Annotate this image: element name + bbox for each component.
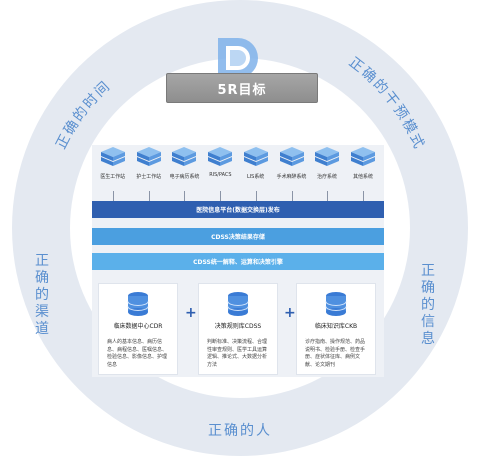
card-title: 临床数据中心CDR xyxy=(113,323,163,330)
card-description: 判断标准、决策流程、合理性审查规则、医学工具运算逻辑、推论式、大数据分析方法 xyxy=(207,339,268,368)
ring-label-bottom: 正确的人 xyxy=(208,422,272,438)
system-item: RIS/PACS xyxy=(205,146,235,194)
system-item: 医生工作站 xyxy=(98,146,128,194)
system-label: LIS系统 xyxy=(247,174,265,180)
system-item: LIS系统 xyxy=(241,146,271,194)
system-label: 其他系统 xyxy=(353,174,373,180)
target-label: 5R目标 xyxy=(166,73,318,103)
plus-sign: + xyxy=(284,305,296,321)
connector-line xyxy=(148,191,150,201)
database-icon xyxy=(127,292,149,316)
connector-line xyxy=(220,191,222,201)
connector-line xyxy=(113,191,114,201)
ring-label-right: 正确的信息 xyxy=(421,262,435,346)
system-item: 手术麻醉系统 xyxy=(277,146,307,194)
server-stack-icon xyxy=(279,147,304,166)
knowledge-sources: 临床数据中心CDR 病人的基本信息、病历信息、病程信息、医嘱信息、检验信息、影像… xyxy=(98,283,378,375)
connector-line xyxy=(255,191,257,201)
system-item: 电子病历系统 xyxy=(169,146,199,194)
server-stack-icon xyxy=(243,147,268,166)
connector-line xyxy=(291,191,293,201)
source-systems-row: 医生工作站 护士工作站 电子病历系统 RIS/PACS LIS系统 手术麻醉系统 治疗系统 其… xyxy=(92,146,384,194)
card-cdss-rules: 决策规则库CDSS 判断标准、决策流程、合理性审查规则、医学工具运算逻辑、推论式… xyxy=(198,283,278,375)
card-title: 临床知识库CKB xyxy=(314,323,358,330)
server-stack-icon xyxy=(315,147,340,166)
platform-band: 医院信息平台(数据交换层)发布 xyxy=(92,201,384,218)
server-stack-icon xyxy=(172,147,197,166)
card-description: 诊疗指南、操作规范、药品说明书、检验手册、检查手册、症状体征库、病例文献、论文期… xyxy=(305,339,366,368)
system-item: 护士工作站 xyxy=(134,146,164,194)
engine-band: CDSS统一解释、运算和决策引擎 xyxy=(92,253,384,270)
cdss-logo-icon xyxy=(218,38,258,78)
system-item: 治疗系统 xyxy=(312,146,342,194)
card-title: 决策规则库CDSS xyxy=(214,323,262,330)
system-label: 手术麻醉系统 xyxy=(276,174,307,180)
server-stack-icon xyxy=(350,147,375,166)
system-label: 电子病历系统 xyxy=(169,174,200,180)
database-icon xyxy=(325,292,347,316)
ring-label-left: 正确的渠道 xyxy=(35,252,49,336)
result-storage-band: CDSS决策结果存储 xyxy=(92,228,384,245)
system-item: 其他系统 xyxy=(348,146,378,194)
system-label: 护士工作站 xyxy=(136,174,162,180)
database-icon xyxy=(227,292,249,316)
system-label: RIS/PACS xyxy=(208,172,232,178)
server-stack-icon xyxy=(208,147,233,166)
server-stack-icon xyxy=(136,147,161,166)
card-cdr: 临床数据中心CDR 病人的基本信息、病历信息、病程信息、医嘱信息、检验信息、影像… xyxy=(98,283,178,375)
plus-sign: + xyxy=(185,305,197,321)
system-label: 医生工作站 xyxy=(100,174,126,180)
connector-line xyxy=(184,191,186,201)
connector-line xyxy=(363,191,364,201)
connector-line xyxy=(327,191,329,201)
card-ckb: 临床知识库CKB 诊疗指南、操作规范、药品说明书、检验手册、检查手册、症状体征库… xyxy=(296,283,376,375)
server-stack-icon xyxy=(101,147,125,166)
system-label: 治疗系统 xyxy=(317,174,338,180)
card-description: 病人的基本信息、病历信息、病程信息、医嘱信息、检验信息、影像信息、护理信息 xyxy=(107,339,168,368)
